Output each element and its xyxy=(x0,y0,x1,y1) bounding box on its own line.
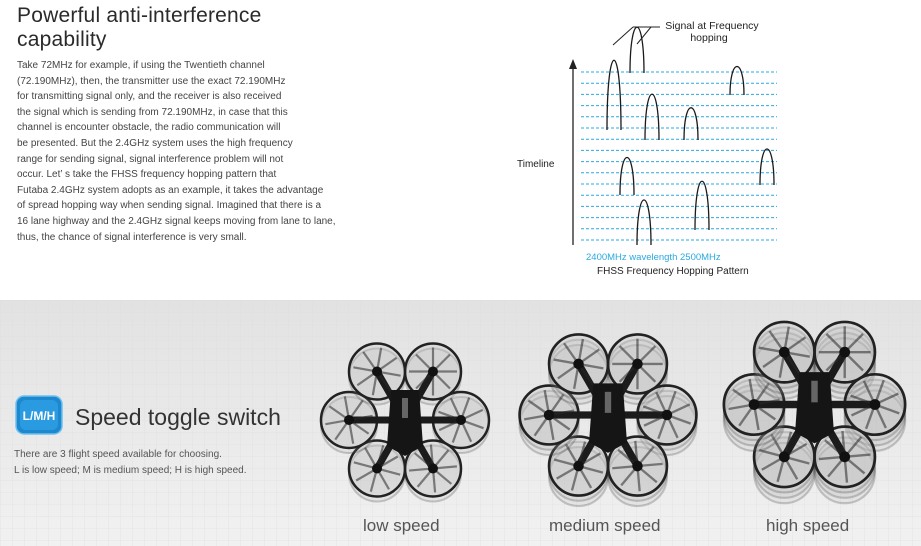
title-line-1: Powerful anti-interference xyxy=(17,4,262,27)
paragraph-line: channel is encounter obstacle, the radio… xyxy=(17,122,281,134)
annotation-line-1: Signal at Frequency xyxy=(665,20,759,32)
signal-pulse xyxy=(636,199,652,246)
drone-icon xyxy=(319,342,491,503)
annotation-line-2: hopping xyxy=(690,32,728,44)
drone-low-speed-image xyxy=(319,342,491,503)
speed-toggle-section: L/M/H Speed toggle switch There are 3 fl… xyxy=(0,300,921,546)
paragraph-line: be presented. But the 2.4GHz system uses… xyxy=(17,137,293,149)
drone-high-speed-image xyxy=(722,320,907,505)
signal-pulse xyxy=(644,93,660,141)
drone-icon xyxy=(518,333,698,508)
fhss-lanes xyxy=(581,71,777,241)
drone-icon xyxy=(722,320,907,505)
paragraph-line: range for sending signal, signal interfe… xyxy=(17,153,284,165)
fhss-signals xyxy=(606,26,775,246)
fhss-caption: FHSS Frequency Hopping Pattern xyxy=(597,266,749,277)
paragraph-line: of spread hopping way when sending signa… xyxy=(17,200,322,212)
drone-medium-speed-image xyxy=(518,333,698,508)
paragraph-line: (72.190MHz), then, the transmitter use t… xyxy=(17,75,286,87)
paragraph-line: 16 lane highway and the 2.4GHz signal ke… xyxy=(17,215,336,227)
paragraph-line: for transmitting signal only, and the re… xyxy=(17,91,282,103)
annotation-leader xyxy=(612,26,660,46)
signal-pulse xyxy=(694,180,710,231)
paragraph-line: Futaba 2.4GHz system adopts as an exampl… xyxy=(17,184,324,196)
timeline-arrow-icon xyxy=(569,59,577,69)
anti-interference-title: Powerful anti-interference capability xyxy=(17,4,262,52)
fhss-diagram: Signal at Frequency hopping Timeline 240… xyxy=(517,20,777,277)
paragraph-line: Take 72MHz for example, if using the Twe… xyxy=(17,60,265,71)
low-speed-label: low speed xyxy=(363,516,440,535)
signal-pulse xyxy=(629,26,645,74)
timeline-label: Timeline xyxy=(517,159,555,170)
signal-pulse xyxy=(759,148,775,186)
title-line-2: capability xyxy=(17,28,107,51)
anti-interference-section: Powerful anti-interference capability Ta… xyxy=(17,4,777,277)
medium-speed-label: medium speed xyxy=(549,516,661,535)
high-speed-label: high speed xyxy=(766,516,850,535)
speed-toggle-title: Speed toggle switch xyxy=(75,404,281,430)
speed-desc-line: There are 3 flight speed available for c… xyxy=(14,449,222,460)
anti-interference-paragraph: Take 72MHz for example, if using the Twe… xyxy=(17,58,417,245)
lmh-switch-icon: L/M/H xyxy=(15,395,63,435)
frequency-range-label: 2400MHz wavelength 2500MHz xyxy=(586,252,721,263)
paragraph-line: the signal which is sending from 72.190M… xyxy=(17,106,288,118)
paragraph-line: thus, the chance of signal interference … xyxy=(17,231,247,243)
speed-toggle-description: There are 3 flight speed available for c… xyxy=(14,447,247,479)
signal-pulse xyxy=(729,65,745,96)
signal-pulse xyxy=(606,59,622,131)
signal-pulse xyxy=(683,107,699,141)
signal-pulse xyxy=(619,157,635,196)
speed-desc-line: L is low speed; M is medium speed; H is … xyxy=(14,465,247,476)
paragraph-line: occur. Let’ s take the FHSS frequency ho… xyxy=(17,169,277,181)
lmh-icon-text: L/M/H xyxy=(23,409,56,423)
